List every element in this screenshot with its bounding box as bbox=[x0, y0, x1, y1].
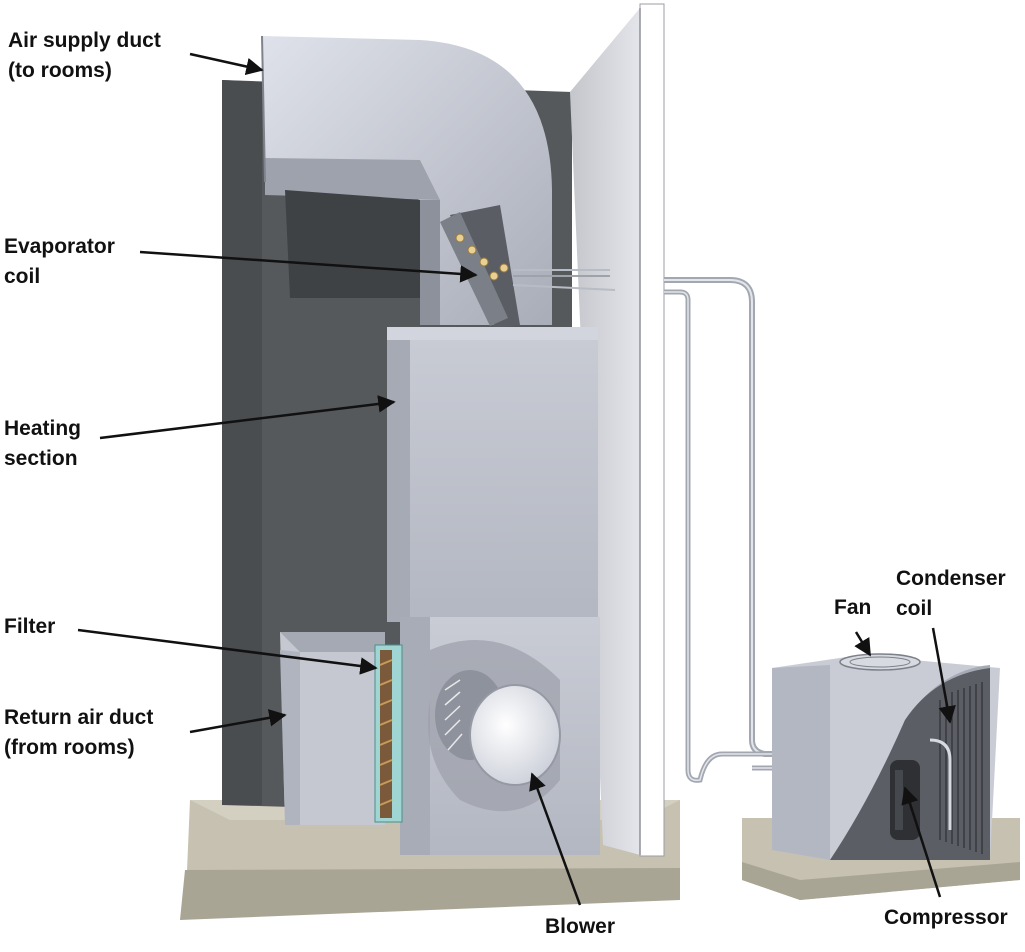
label-line: Air supply duct bbox=[8, 29, 161, 52]
label-line: Evaporator bbox=[4, 235, 115, 258]
label-evaporator-coil: Evaporator coil bbox=[4, 232, 115, 292]
return-air-duct bbox=[280, 632, 385, 825]
label-line: coil bbox=[896, 597, 933, 620]
arrow-blower bbox=[529, 772, 582, 906]
label-heating-section: Heating section bbox=[4, 414, 81, 474]
filter bbox=[374, 644, 403, 823]
label-line: Condenser bbox=[896, 567, 1006, 590]
label-line: Fan bbox=[834, 596, 872, 619]
label-line: Blower bbox=[545, 915, 616, 938]
label-line: (to rooms) bbox=[8, 59, 112, 82]
label-air-supply-duct: Air supply duct (to rooms) bbox=[8, 26, 161, 86]
arrow-return-air-duct bbox=[189, 709, 287, 734]
label-compressor: Compressor bbox=[884, 903, 1008, 933]
label-condenser-coil: Condenser coil bbox=[896, 564, 1006, 624]
label-line: Filter bbox=[4, 615, 56, 638]
label-blower: Blower bbox=[545, 912, 615, 942]
label-line: section bbox=[4, 447, 78, 470]
label-return-air-duct: Return air duct (from rooms) bbox=[4, 703, 153, 763]
arrow-air-supply-duct bbox=[189, 52, 264, 76]
arrow-fan bbox=[854, 631, 872, 657]
label-line: (from rooms) bbox=[4, 736, 135, 759]
arrow-heating-section bbox=[99, 395, 396, 440]
leader-arrows bbox=[77, 52, 956, 906]
label-line: Compressor bbox=[884, 906, 1008, 929]
condensing-unit bbox=[772, 655, 1000, 860]
heating-section bbox=[387, 327, 598, 622]
label-line: coil bbox=[4, 265, 41, 288]
arrow-compressor bbox=[901, 786, 942, 898]
blower-wheel bbox=[435, 670, 561, 786]
condenser-fan bbox=[839, 653, 921, 671]
label-line: Return air duct bbox=[4, 706, 154, 729]
arrow-evaporator-coil bbox=[139, 250, 478, 283]
label-fan: Fan bbox=[834, 593, 871, 623]
label-line: Heating bbox=[4, 417, 82, 440]
arrow-condenser-coil bbox=[931, 627, 956, 724]
exterior-wall bbox=[570, 3, 665, 857]
arrow-filter bbox=[77, 628, 378, 675]
refrigerant-lines bbox=[664, 277, 820, 783]
label-filter: Filter bbox=[4, 612, 55, 642]
